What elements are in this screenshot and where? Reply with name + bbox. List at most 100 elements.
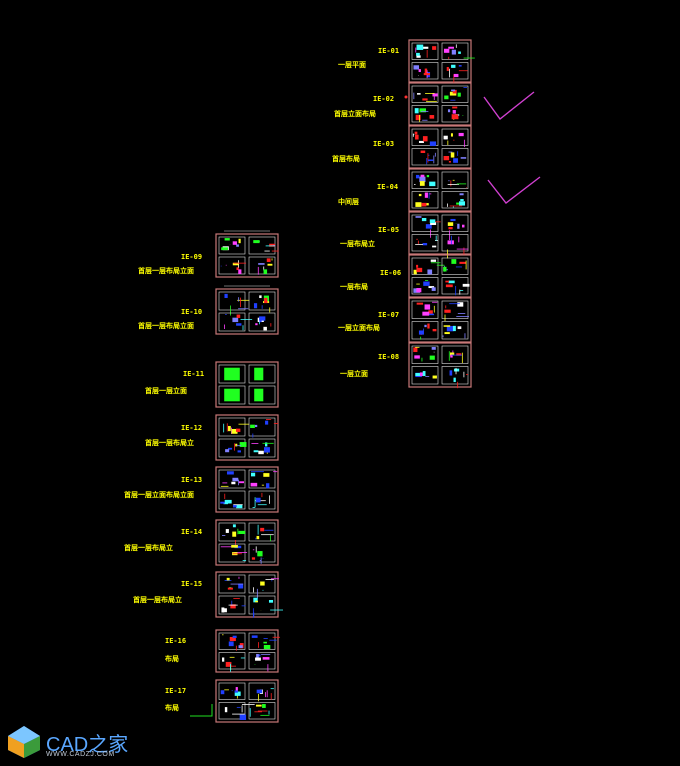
plan-fill — [232, 504, 237, 508]
plan-fill — [224, 707, 228, 713]
plan-fill — [253, 597, 258, 603]
plan-fill — [256, 653, 259, 659]
drawing-sheet[interactable] — [215, 466, 279, 513]
plan-fill — [251, 557, 256, 560]
plan-fill — [250, 472, 256, 477]
drawing-sheet[interactable] — [215, 361, 279, 408]
sheet-panel — [441, 366, 469, 385]
drawing-sheet[interactable] — [408, 342, 472, 389]
plan-fill — [417, 93, 421, 95]
plan-fill — [238, 530, 246, 535]
plan-fill — [428, 286, 435, 289]
sheet-code-label: IE-03 — [373, 140, 395, 148]
plan-fill — [263, 641, 267, 644]
plan-fill — [263, 473, 270, 477]
sheet-panel — [411, 85, 439, 103]
sheet-panel — [218, 438, 246, 458]
plan-fill — [415, 373, 420, 376]
drawing-sheet[interactable] — [408, 297, 472, 343]
drawing-sheet[interactable] — [215, 571, 284, 618]
sheet-title-label: 一层立面布局 — [338, 324, 380, 332]
sheet-frame — [408, 39, 472, 83]
sheet-code-label: IE-11 — [183, 370, 205, 378]
drawing-sheet[interactable] — [215, 679, 279, 723]
plan-fill — [419, 181, 425, 186]
plan-fill — [428, 310, 433, 314]
plan-fill — [416, 264, 419, 268]
plan-fill — [460, 157, 467, 159]
sheet-panel — [441, 85, 469, 103]
drawing-sheet[interactable] — [408, 82, 472, 126]
sheet-panel — [411, 105, 439, 123]
plan-fill — [447, 240, 454, 245]
plan-fill — [447, 222, 454, 226]
sheet-title-label: 首层一层布局立 — [124, 544, 173, 552]
drawing-sheet[interactable] — [215, 414, 279, 461]
plan-fill — [459, 193, 464, 196]
sheet-title-label: 一层布局 — [340, 283, 368, 291]
drawing-sheet[interactable] — [408, 254, 472, 298]
drawing-sheet[interactable] — [215, 519, 279, 566]
sheet-code-label: IE-17 — [165, 687, 187, 695]
drawing-sheet[interactable] — [408, 39, 475, 84]
plan-fill — [232, 524, 236, 528]
plan-fill — [239, 714, 247, 720]
plan-fill — [264, 297, 268, 304]
sheet-frame — [408, 254, 472, 298]
sheet-panel — [441, 345, 469, 364]
sheet-panel — [441, 148, 469, 166]
drawing-sheet[interactable] — [215, 629, 281, 673]
plan-fill — [425, 224, 432, 229]
sheet-panel — [218, 632, 246, 650]
plan-fill — [416, 52, 420, 56]
sheet-title-label: 首层一层布局立 — [133, 596, 182, 604]
drawing-sheet[interactable] — [215, 233, 279, 278]
plan-fill — [427, 323, 430, 329]
plan-fill — [222, 657, 225, 662]
plan-fill — [448, 46, 454, 49]
drawing-sheet[interactable] — [215, 288, 279, 335]
sheet-panel — [411, 234, 439, 252]
plan-fill — [416, 55, 421, 58]
sheet-title-label: 一层立面 — [340, 370, 368, 378]
sheet-panel — [248, 417, 276, 437]
plan-fill — [413, 269, 417, 275]
plan-fill — [263, 326, 267, 331]
sheet-panel — [441, 257, 469, 275]
plan-fill — [450, 133, 453, 137]
sheet-panel — [441, 191, 469, 209]
plan-fill — [225, 529, 229, 533]
plan-fill — [449, 370, 453, 376]
plan-fill — [456, 202, 460, 205]
plan-fill — [228, 641, 234, 647]
plan-fill — [413, 65, 420, 70]
plan-fill — [426, 203, 429, 206]
sheet-code-label: IE-02 — [373, 95, 395, 103]
sheet-code-label: IE-13 — [181, 476, 203, 484]
sheet-code-label: IE-14 — [181, 528, 203, 536]
plan-fill — [254, 424, 258, 428]
plan-fill — [424, 192, 428, 198]
sheet-title-label: 布局 — [165, 704, 179, 712]
plan-fill — [262, 657, 270, 660]
drawing-sheet[interactable] — [408, 168, 472, 212]
drawing-sheet[interactable] — [408, 211, 472, 259]
sheet-panel — [411, 300, 439, 319]
sheet-code-label: IE-08 — [378, 353, 400, 361]
plan-fill — [224, 238, 230, 241]
plan-fill — [250, 424, 255, 429]
plan-fill — [266, 258, 271, 262]
sheet-panel — [411, 62, 439, 80]
drawing-sheet[interactable] — [408, 125, 472, 169]
plan-fill — [449, 91, 457, 96]
sheet-panel — [441, 105, 469, 123]
plan-fill — [450, 218, 456, 222]
plan-fill — [431, 347, 436, 350]
plan-fill — [256, 535, 260, 540]
plan-fill — [256, 689, 263, 694]
plan-fill — [420, 150, 426, 153]
sheet-panel — [218, 595, 246, 615]
green-bracket — [190, 704, 213, 717]
plan-fill — [428, 313, 435, 316]
